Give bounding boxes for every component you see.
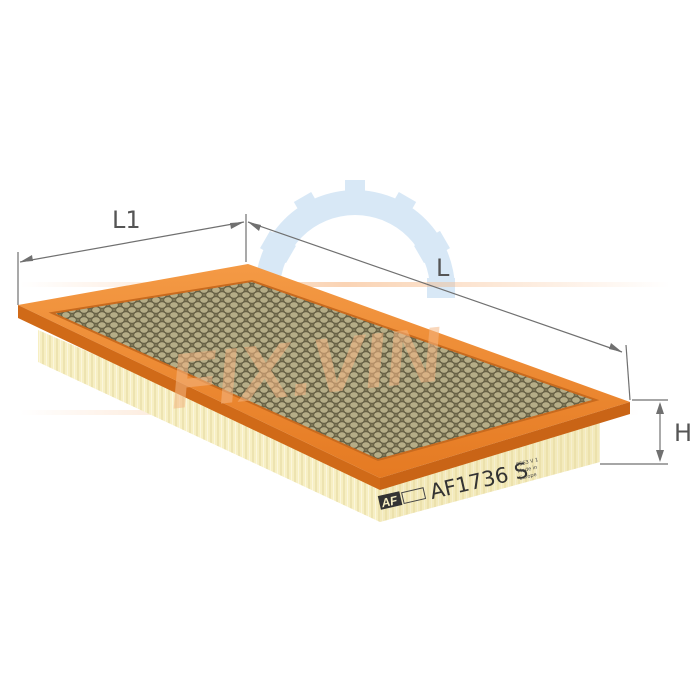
watermark-streak-top: [20, 282, 670, 287]
small-print-line-2: Made in: [517, 465, 538, 475]
brand-logo-text: AF: [379, 493, 399, 511]
dimension-label-l: L: [436, 254, 450, 282]
small-print-line-3: Europe: [519, 472, 537, 482]
dimension-label-h: H: [674, 419, 692, 447]
filter-mesh: [48, 279, 600, 462]
dimension-arrowheads: [20, 222, 664, 462]
small-print-line-1: 0563 V 1: [516, 457, 539, 468]
brand-logo: [377, 491, 403, 510]
filter-body: [38, 330, 600, 522]
dimension-label-l1: L1: [112, 206, 141, 234]
